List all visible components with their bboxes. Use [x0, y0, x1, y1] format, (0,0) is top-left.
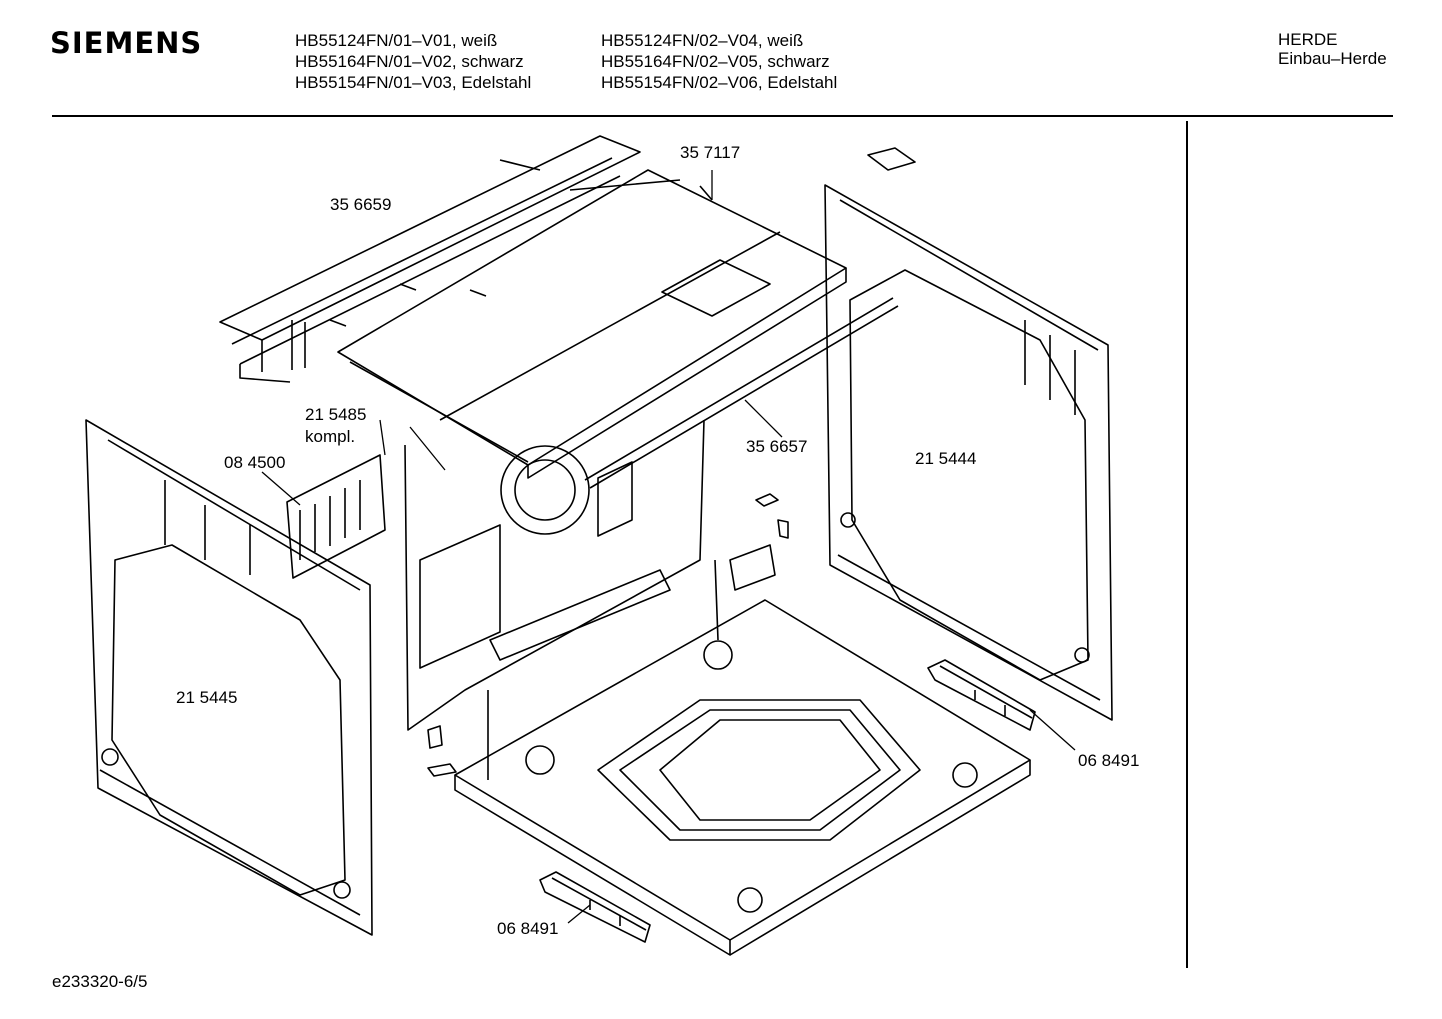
callout-215444: 21 5444 — [915, 449, 976, 468]
model-list-2: HB55124FN/02–V04, weiß HB55164FN/02–V05,… — [601, 30, 837, 93]
drawing-id: e233320-6/5 — [52, 972, 148, 991]
bracket-part — [427, 147, 916, 777]
bottom-tray-part — [454, 559, 1031, 956]
leader-line — [567, 904, 591, 924]
callout-068491-bottom: 06 8491 — [497, 919, 558, 938]
callout-068491-right: 06 8491 — [1078, 751, 1139, 770]
left-side-panel — [85, 419, 373, 936]
model-item: HB55124FN/01–V01, weiß — [295, 31, 498, 50]
category-block: HERDE Einbau–Herde — [1278, 30, 1387, 68]
shelf-support-right — [927, 659, 1036, 731]
right-side-panel — [824, 184, 1113, 721]
leader-line — [744, 399, 783, 438]
header-divider — [52, 115, 1393, 117]
model-item: HB55164FN/01–V02, schwarz — [295, 52, 524, 71]
callout-215445: 21 5445 — [176, 688, 237, 707]
model-item: HB55154FN/02–V06, Edelstahl — [601, 73, 838, 92]
model-item: HB55164FN/02–V05, schwarz — [601, 52, 830, 71]
leader-line — [1029, 709, 1076, 751]
model-list-1: HB55124FN/01–V01, weiß HB55164FN/01–V02,… — [295, 30, 531, 93]
leader-line — [261, 471, 301, 506]
model-item: HB55124FN/02–V04, weiß — [601, 31, 804, 50]
subcategory-label: Einbau–Herde — [1278, 49, 1387, 68]
callout-356659: 35 6659 — [330, 195, 391, 214]
side-divider — [1186, 121, 1188, 968]
brand-logo: SIEMENS — [50, 26, 203, 60]
top-panel-part — [337, 169, 847, 479]
cross-rod-part — [584, 297, 899, 489]
callout-215485-note: kompl. — [305, 427, 355, 446]
callout-215485: 21 5485 — [305, 405, 366, 424]
rear-panel-part — [404, 419, 705, 731]
model-item: HB55154FN/01–V03, Edelstahl — [295, 73, 532, 92]
fan-grille-part — [286, 454, 386, 579]
callout-084500: 08 4500 — [224, 453, 285, 472]
callout-356657: 35 6657 — [746, 437, 807, 456]
callout-357117: 35 7117 — [680, 143, 740, 162]
leader-line — [379, 419, 386, 456]
category-label: HERDE — [1278, 30, 1338, 49]
top-rail-part — [219, 135, 641, 383]
leader-line — [409, 426, 446, 471]
